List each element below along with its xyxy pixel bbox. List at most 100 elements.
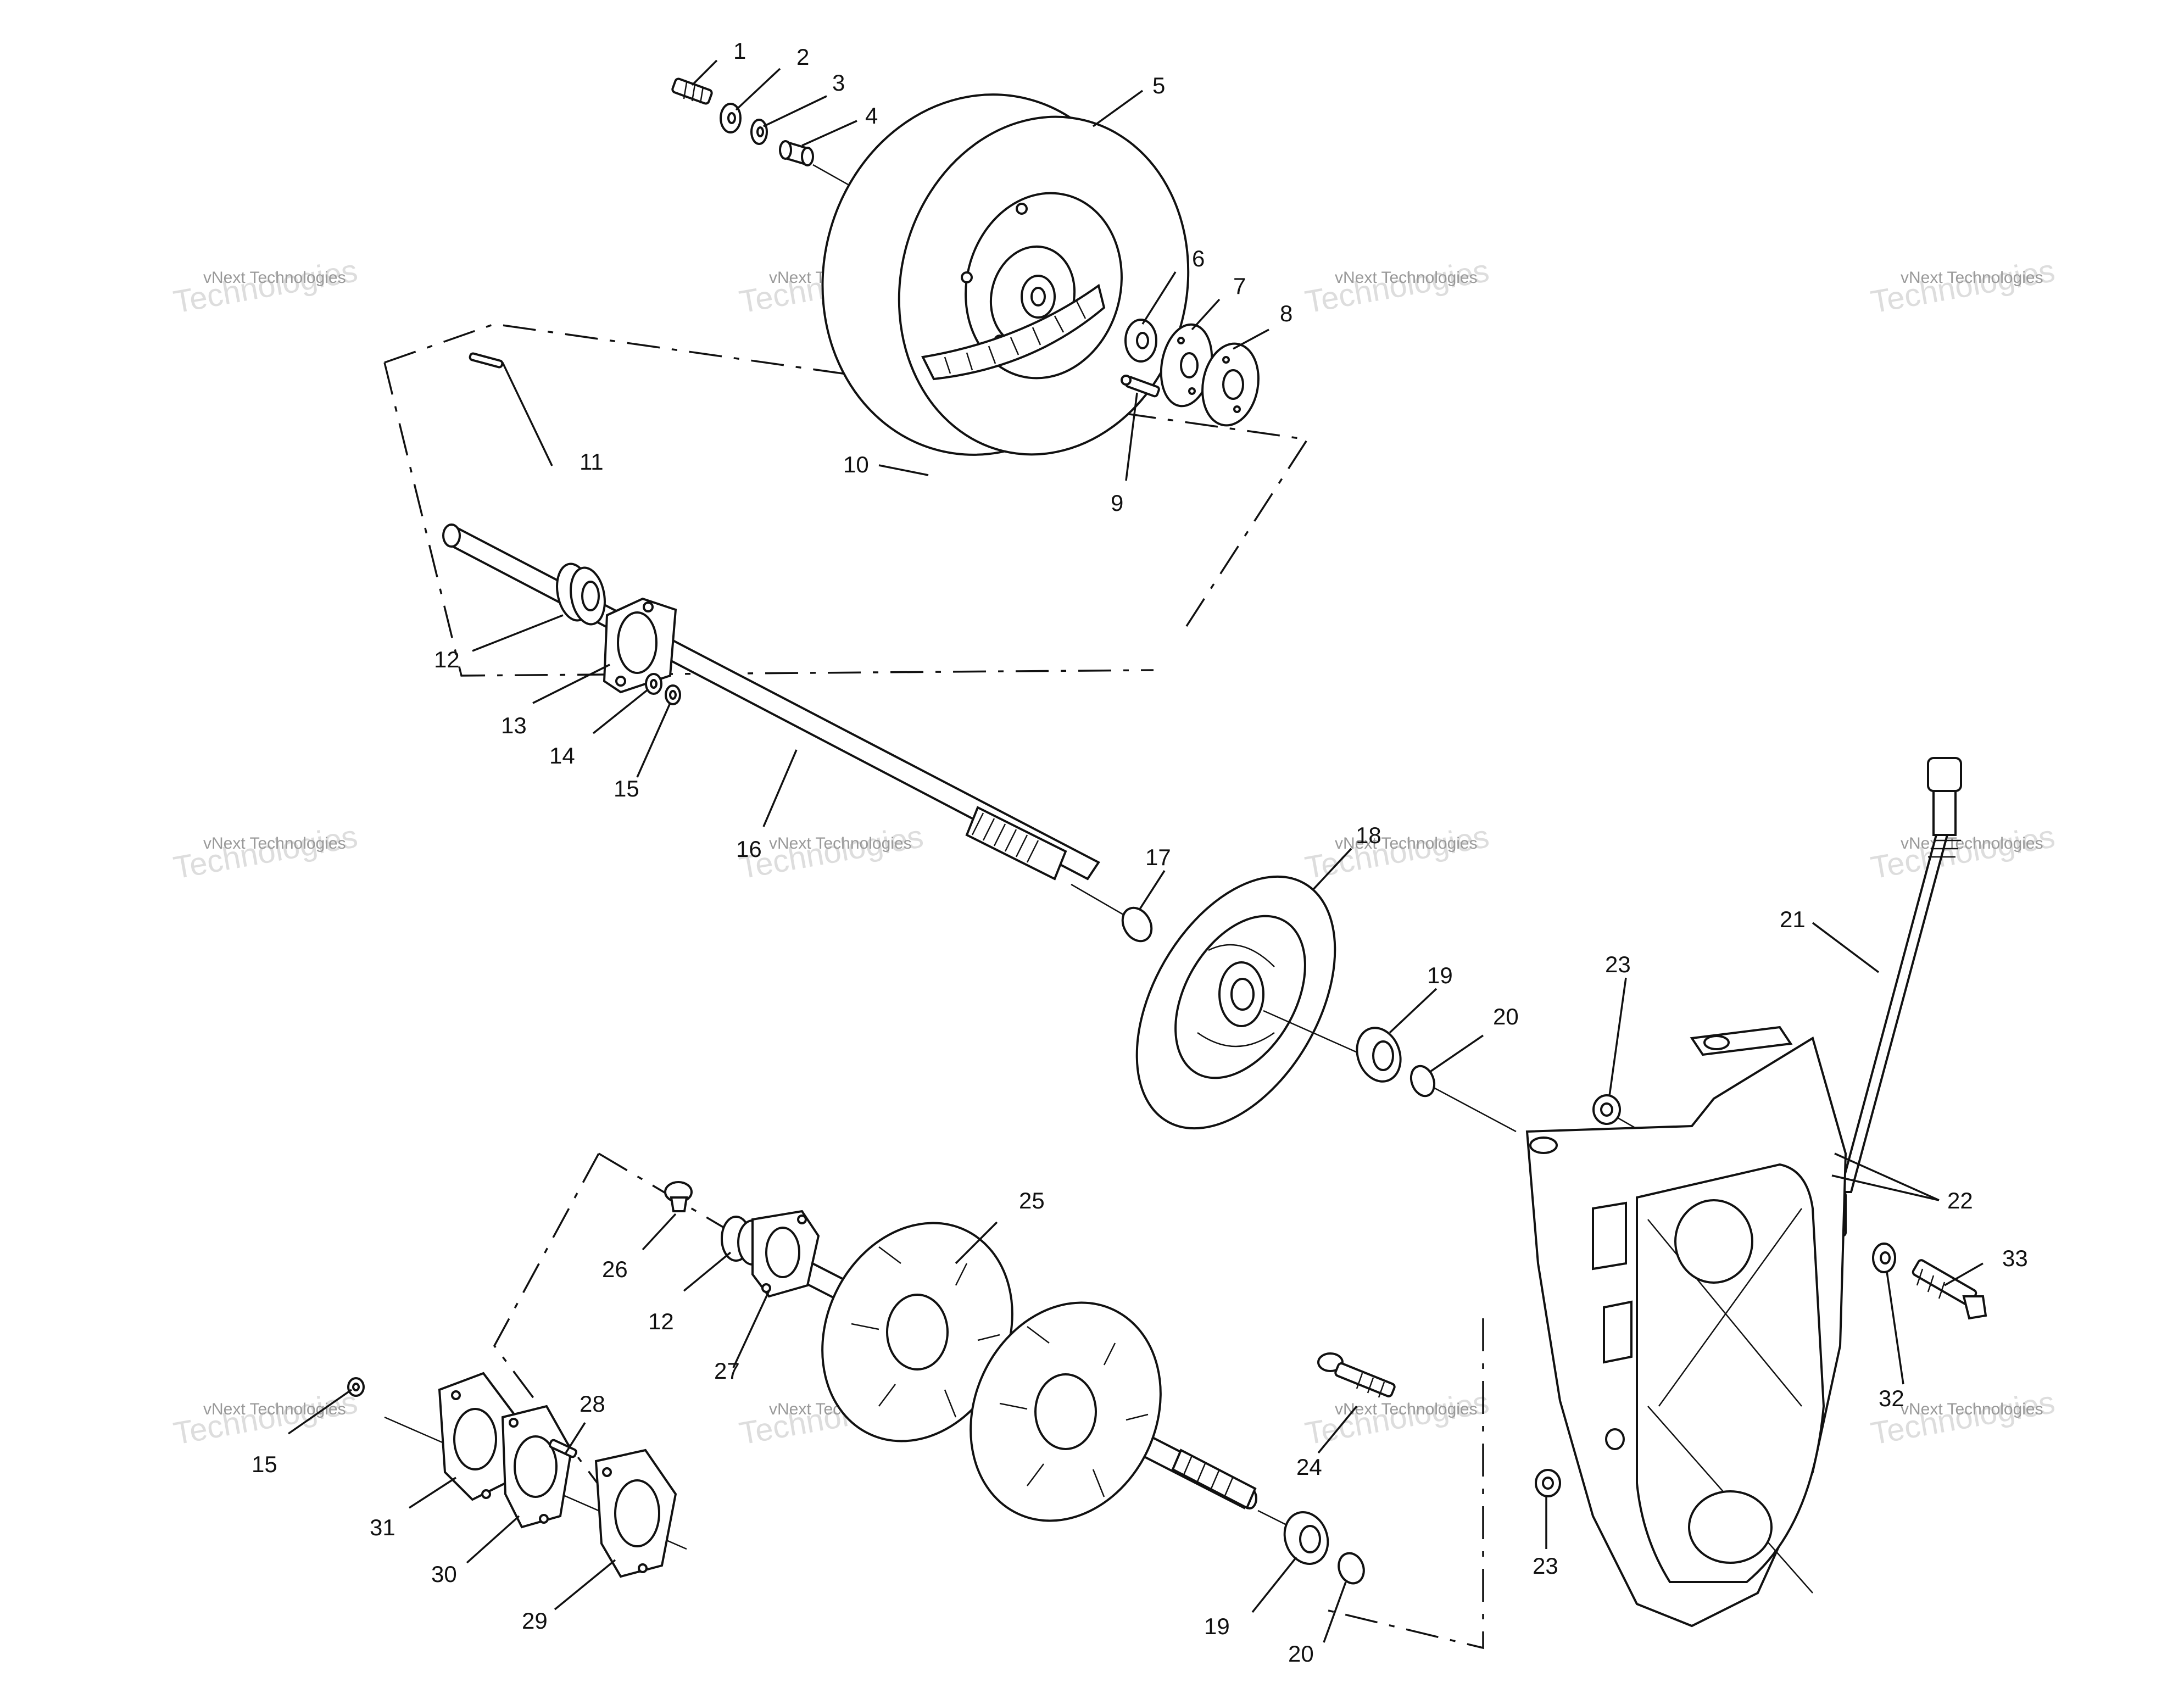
callout-2: 2 xyxy=(796,44,809,70)
callout-12: 12 xyxy=(434,647,460,672)
callout-30: 30 xyxy=(431,1561,457,1587)
watermark-text: vNext Technologies xyxy=(1901,834,2043,853)
callout-23: 23 xyxy=(1605,951,1631,977)
callout-14: 14 xyxy=(549,743,575,768)
callout-31: 31 xyxy=(370,1514,395,1540)
bearing-plate-31 xyxy=(438,1372,518,1501)
drive-sprocket xyxy=(970,1301,1162,1522)
bearing-19-upper xyxy=(1356,1027,1402,1083)
watermark: Technologies vNext Technologies xyxy=(1868,253,2058,320)
callout-10: 10 xyxy=(843,452,869,477)
watermark-text: vNext Technologies xyxy=(1901,1400,2043,1418)
callout-26: 26 xyxy=(602,1256,628,1282)
callout-7: 7 xyxy=(1233,273,1246,299)
callout-21: 21 xyxy=(1780,906,1806,932)
bearing-housing-27 xyxy=(751,1210,820,1298)
callout-5: 5 xyxy=(1152,73,1165,98)
callout-4: 4 xyxy=(865,103,878,129)
nut-23-upper xyxy=(1592,1094,1621,1125)
callout-17: 17 xyxy=(1145,844,1171,870)
callout-13: 13 xyxy=(501,712,527,738)
callout-numbers: 1 2 3 4 5 6 7 8 9 10 11 12 13 14 15 16 1… xyxy=(252,38,2028,1667)
callout-6: 6 xyxy=(1192,246,1205,271)
callout-28: 28 xyxy=(580,1391,605,1417)
callout-27: 27 xyxy=(714,1358,740,1384)
retainer-plate-8 xyxy=(1201,342,1260,427)
callout-9: 9 xyxy=(1111,490,1123,516)
callout-16: 16 xyxy=(736,836,762,862)
callout-15: 15 xyxy=(252,1451,277,1477)
bolt-9 xyxy=(1121,375,1160,398)
plug-26 xyxy=(664,1181,693,1212)
washer-32 xyxy=(1872,1243,1896,1273)
watermark: Technologies vNext Technologies xyxy=(171,1384,360,1452)
washer-3 xyxy=(750,119,768,145)
callout-20: 20 xyxy=(1493,1004,1519,1029)
bolt-24 xyxy=(1317,1352,1396,1398)
nut-15 xyxy=(665,684,681,705)
axis-line xyxy=(1433,1087,1517,1133)
chaincase-assembly-outline xyxy=(1323,1318,1484,1650)
callout-8: 8 xyxy=(1280,300,1292,326)
callout-25: 25 xyxy=(1019,1188,1045,1213)
nut-15-lower xyxy=(347,1377,365,1397)
watermark-text: vNext Technologies xyxy=(203,834,346,853)
watermark-text: vNext Technologies xyxy=(203,269,346,287)
bearing-flange-13 xyxy=(603,597,677,694)
callout-29: 29 xyxy=(522,1608,548,1634)
watermark-text: vNext Technologies xyxy=(1335,269,1478,287)
callout-23: 23 xyxy=(1533,1553,1558,1579)
nut-23-lower xyxy=(1535,1469,1561,1497)
callout-15: 15 xyxy=(614,776,639,801)
callout-12: 12 xyxy=(648,1308,674,1334)
watermark: Technologies vNext Technologies xyxy=(1302,1384,1492,1452)
watermark-text: vNext Technologies xyxy=(1335,1400,1478,1418)
callout-11: 11 xyxy=(580,449,604,475)
stud-28 xyxy=(549,1439,577,1458)
bolt-1 xyxy=(671,77,713,105)
bearing-plate-29 xyxy=(594,1449,677,1578)
axis-line xyxy=(1263,1010,1363,1056)
callout-33: 33 xyxy=(2002,1245,2028,1271)
callout-24: 24 xyxy=(1296,1454,1322,1480)
axis-line xyxy=(1071,883,1124,916)
watermark-text: vNext Technologies xyxy=(769,834,912,853)
callout-19: 19 xyxy=(1427,962,1453,988)
washer-14 xyxy=(645,673,662,695)
callout-1: 1 xyxy=(733,38,746,64)
dipstick-21 xyxy=(1828,757,1962,1237)
drive-chain-10 xyxy=(921,283,1106,381)
o-ring-20-lower xyxy=(1338,1552,1365,1585)
drive-sprocket xyxy=(821,1222,1013,1442)
callout-18: 18 xyxy=(1356,822,1381,848)
bearing-19-lower xyxy=(1283,1511,1329,1565)
snap-ring-17 xyxy=(1121,906,1153,943)
washer-6 xyxy=(1124,319,1157,363)
callout-20: 20 xyxy=(1288,1641,1314,1667)
bolt-33 xyxy=(1912,1259,1987,1320)
gasket-plate-30 xyxy=(501,1405,573,1529)
o-ring-20-upper xyxy=(1409,1065,1436,1098)
brake-disc-18 xyxy=(1135,875,1336,1130)
driven-sprocket-5 xyxy=(821,93,1190,456)
bearing-12 xyxy=(556,562,606,626)
spacer-4 xyxy=(779,140,814,166)
drive-shaft-16 xyxy=(442,523,1100,881)
watermark: Technologies vNext Technologies xyxy=(171,818,360,886)
callout-3: 3 xyxy=(832,70,845,96)
callout-22: 22 xyxy=(1947,1188,1973,1213)
watermark: Technologies vNext Technologies xyxy=(1868,818,2058,886)
parts xyxy=(347,77,1987,1628)
callout-32: 32 xyxy=(1879,1385,1904,1411)
watermark: Technologies vNext Technologies xyxy=(737,818,926,886)
chaincase-housing xyxy=(1525,1026,1847,1628)
watermark-text: vNext Technologies xyxy=(1901,269,2043,287)
watermark: Technologies vNext Technologies xyxy=(1302,818,1492,886)
watermark: Technologies vNext Technologies xyxy=(1302,253,1492,320)
watermark: Technologies vNext Technologies xyxy=(171,253,360,320)
watermark-text: vNext Technologies xyxy=(1335,834,1478,853)
leader-lines xyxy=(288,59,1984,1643)
callout-19: 19 xyxy=(1204,1613,1230,1639)
washer-2 xyxy=(720,103,742,133)
